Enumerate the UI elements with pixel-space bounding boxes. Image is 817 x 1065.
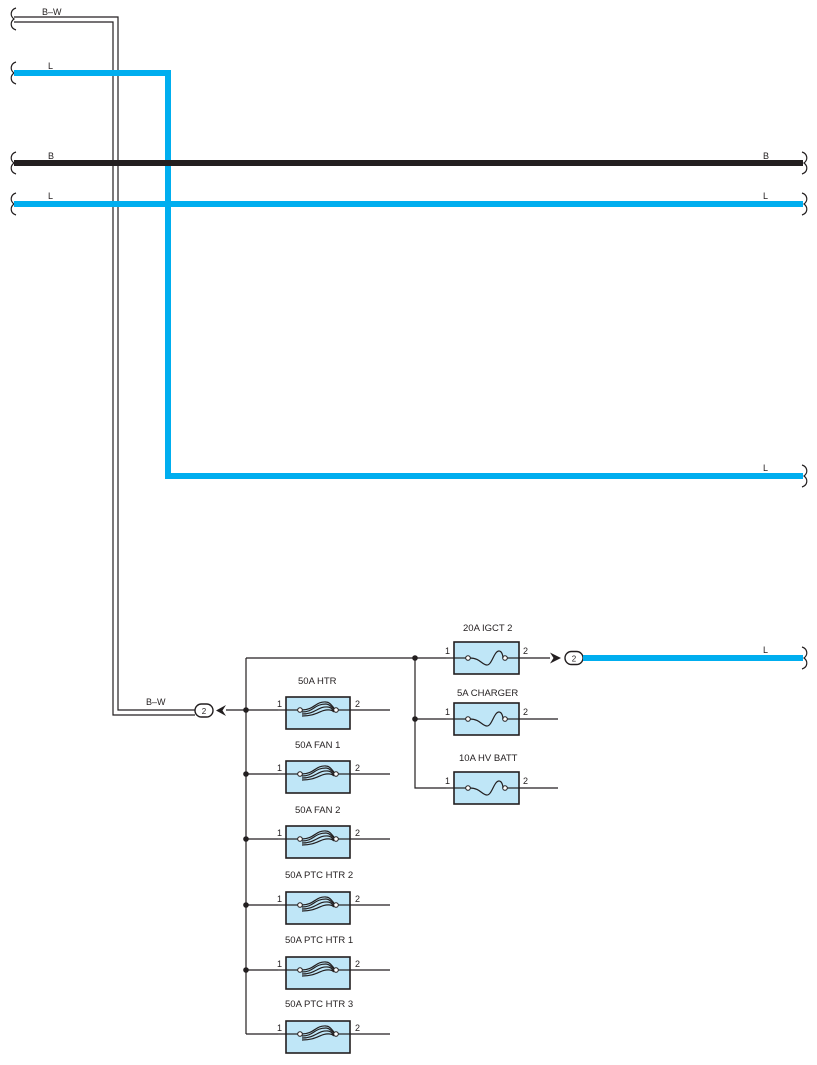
fuse-50a-ptc-htr-2: 50A PTC HTR 2 1 2 bbox=[277, 870, 390, 925]
fuse-element-icon bbox=[454, 780, 519, 796]
label-l-lower-right: L bbox=[763, 463, 768, 473]
fuse-50a-ptc-htr-1: 50A PTC HTR 1 1 2 bbox=[277, 935, 390, 990]
pin-2: 2 bbox=[355, 1023, 360, 1033]
pin-2: 2 bbox=[355, 828, 360, 838]
fuse-label: 50A PTC HTR 1 bbox=[285, 935, 353, 946]
pin-1: 1 bbox=[277, 828, 282, 838]
fuse-50a-htr: 50A HTR 1 2 bbox=[277, 676, 390, 730]
fuse-label: 50A PTC HTR 3 bbox=[285, 999, 353, 1010]
label-l-mid-right: L bbox=[763, 191, 768, 201]
label-b-right: B bbox=[763, 151, 769, 161]
connector-left-number: 2 bbox=[202, 707, 207, 716]
pin-1: 1 bbox=[277, 699, 282, 709]
fuse-20a-igct-2: 20A IGCT 2 1 2 bbox=[445, 623, 550, 675]
fuse-element-icon bbox=[286, 765, 350, 781]
fuse-50a-fan-2: 50A FAN 2 1 2 bbox=[277, 805, 390, 859]
fuse-10a-hv-batt: 10A HV BATT 1 2 bbox=[445, 753, 558, 805]
label-bw-bottom: B–W bbox=[146, 697, 166, 707]
pin-1: 1 bbox=[445, 646, 450, 656]
pin-2: 2 bbox=[355, 763, 360, 773]
fuse-element-icon bbox=[286, 701, 350, 717]
connector-right: 2 bbox=[550, 650, 584, 666]
fuse-element-icon bbox=[454, 711, 519, 727]
fuse-50a-fan-1: 50A FAN 1 1 2 bbox=[277, 740, 390, 794]
bracket-left-bw bbox=[10, 7, 17, 31]
bracket-right-l-igct bbox=[801, 646, 808, 670]
fuse-element-icon bbox=[286, 830, 350, 846]
pin-2: 2 bbox=[355, 959, 360, 969]
label-b-left: B bbox=[48, 151, 54, 161]
fuse-element-icon bbox=[454, 650, 519, 666]
pin-2: 2 bbox=[523, 707, 528, 717]
bracket-right-b bbox=[801, 151, 808, 175]
fuse-5a-charger: 5A CHARGER 1 2 bbox=[445, 688, 558, 736]
fuse-label: 50A FAN 1 bbox=[295, 740, 340, 751]
fuse-label: 20A IGCT 2 bbox=[463, 623, 512, 634]
pin-1: 1 bbox=[445, 776, 450, 786]
fuse-element-icon bbox=[286, 961, 350, 977]
fuse-label: 5A CHARGER bbox=[457, 688, 518, 699]
label-l-top: L bbox=[48, 61, 53, 71]
fuse-50a-ptc-htr-3: 50A PTC HTR 3 1 2 bbox=[277, 999, 390, 1054]
bracket-right-l-mid bbox=[801, 192, 808, 216]
fuse-label: 50A HTR bbox=[298, 676, 337, 687]
pin-2: 2 bbox=[355, 894, 360, 904]
pin-1: 1 bbox=[277, 959, 282, 969]
fuse-label: 10A HV BATT bbox=[459, 753, 518, 764]
bw-wire bbox=[14, 16, 195, 716]
bracket-right-l-lower bbox=[801, 464, 808, 488]
connector-left: 2 bbox=[194, 703, 226, 718]
bus-lines bbox=[226, 657, 446, 1035]
l-wire-top bbox=[14, 70, 803, 479]
fuse-label: 50A FAN 2 bbox=[295, 805, 340, 816]
fuse-element-icon bbox=[286, 896, 350, 912]
pin-1: 1 bbox=[277, 1023, 282, 1033]
pin-1: 1 bbox=[277, 763, 282, 773]
junction-dots bbox=[243, 655, 418, 973]
label-bw-top: B–W bbox=[42, 7, 62, 17]
pin-2: 2 bbox=[355, 699, 360, 709]
connector-right-number: 2 bbox=[572, 655, 577, 664]
fuse-label: 50A PTC HTR 2 bbox=[285, 870, 353, 881]
label-l-mid-left: L bbox=[48, 191, 53, 201]
fuse-element-icon bbox=[286, 1025, 350, 1041]
pin-1: 1 bbox=[445, 707, 450, 717]
label-l-igct-right: L bbox=[763, 645, 768, 655]
pin-2: 2 bbox=[523, 776, 528, 786]
pin-2: 2 bbox=[523, 646, 528, 656]
pin-1: 1 bbox=[277, 894, 282, 904]
